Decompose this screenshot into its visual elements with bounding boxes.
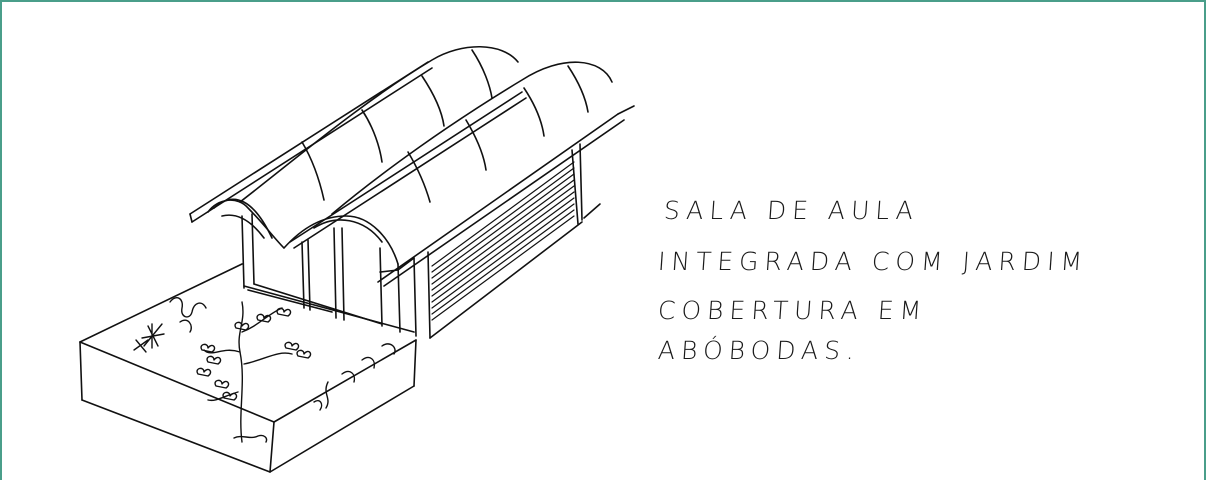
vault-roof: [189, 45, 635, 287]
garden-block: [79, 263, 417, 473]
caption-line-1: SALA DE AULA: [662, 196, 920, 225]
caption-line-3: COBERTURA EM: [656, 296, 929, 325]
garden-plants: [133, 297, 396, 443]
caption-line-4: ABÓBODAS.: [656, 336, 862, 365]
caption-line-2: INTEGRADA COM JARDIM: [656, 247, 1090, 276]
classroom-walls: [241, 143, 601, 339]
